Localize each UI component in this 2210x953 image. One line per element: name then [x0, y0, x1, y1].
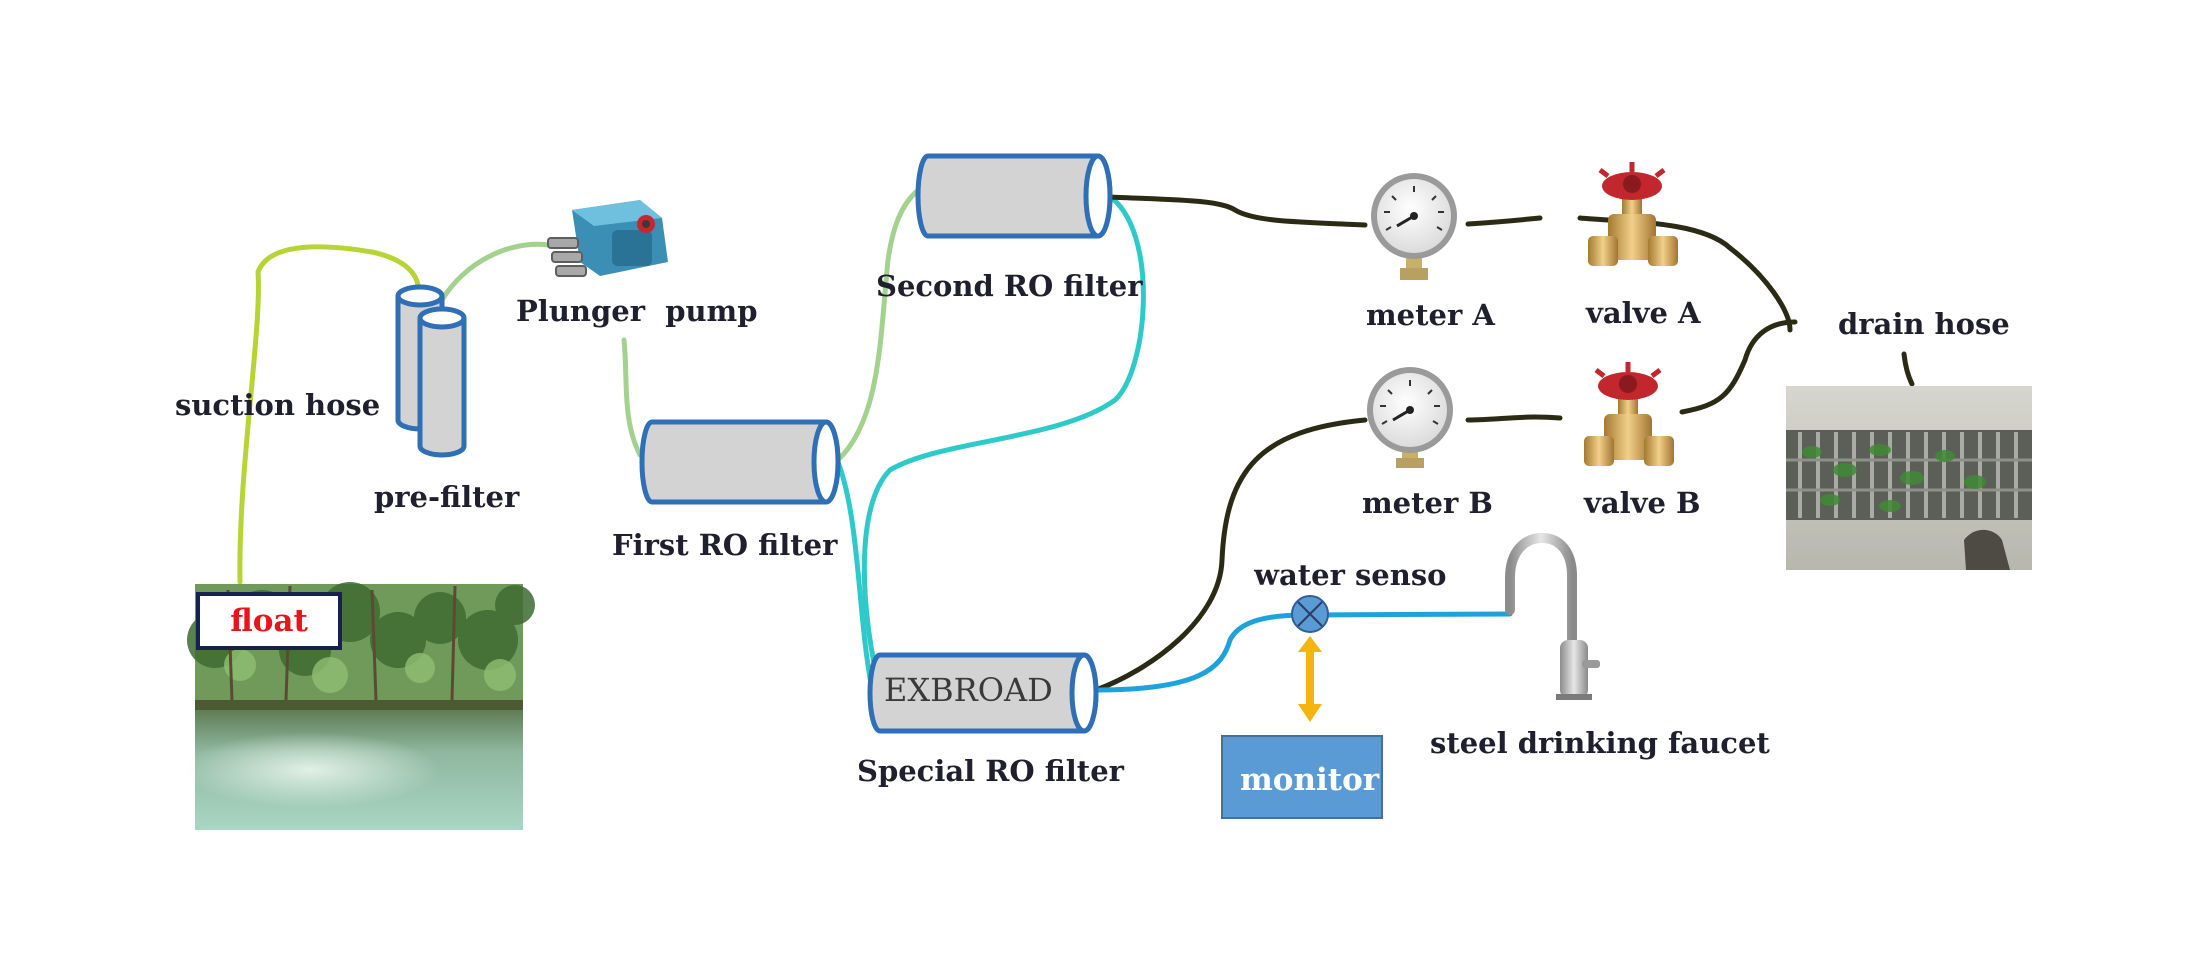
monitor-box [1221, 735, 1383, 819]
valve-a-label: valve A [1586, 296, 1701, 330]
meter-a-label: meter A [1366, 298, 1495, 332]
float-label: float [230, 603, 308, 639]
pressure-gauge-a-icon [1371, 173, 1457, 280]
river-photo [180, 582, 535, 830]
special-ro-to-faucet-hose [1093, 611, 1513, 693]
first-ro-filter-cartridge [639, 419, 841, 505]
prefilter-to-pump-hose [439, 241, 551, 303]
drinking-faucet-icon [1505, 532, 1600, 700]
exbroad-brand-label: EXBROAD [884, 671, 1053, 709]
valve-b-label: valve B [1584, 486, 1701, 520]
second-ro-filter-label: Second RO filter [876, 269, 1143, 303]
sensor-signal-arrow [1298, 636, 1322, 722]
special-ro-filter-cartridge [867, 652, 1099, 734]
water-sensor-icon [1291, 595, 1329, 633]
first-to-second-ro-hose [835, 189, 919, 463]
second-ro-to-special-ro-hose [861, 192, 1146, 693]
plunger-pump-label: Plunger pump [516, 294, 758, 328]
pre-filter-label: pre-filter [374, 480, 520, 514]
float-label-box: float [196, 592, 342, 650]
water-sensor-label: water sensor [1254, 558, 1446, 592]
suction-hose-label: suction hose [175, 388, 381, 422]
gate-valve-a-icon [1588, 162, 1678, 266]
pre-filter-cartridges [395, 284, 467, 458]
drain-hose-label: drain hose [1838, 307, 2010, 341]
first-ro-filter-label: First RO filter [612, 528, 838, 562]
drain-grate-photo [1786, 386, 2032, 570]
first-ro-to-special-ro-hose [835, 459, 875, 691]
plunger-pump-icon [547, 200, 668, 277]
hoses [237, 189, 1915, 693]
pump-to-first-ro-hose [621, 337, 643, 458]
gate-valve-b-icon [1584, 362, 1674, 466]
steel-drinking-faucet-label: steel drinking faucet [1430, 726, 1770, 760]
pressure-gauge-b-icon [1367, 367, 1453, 468]
second-ro-filter-cartridge [915, 153, 1113, 239]
suction-hose-line [237, 244, 421, 585]
drain-hose-b [1093, 319, 1915, 693]
monitor-label: monitor [1240, 762, 1380, 798]
meter-b-label: meter B [1362, 486, 1493, 520]
special-ro-filter-label: Special RO filter [857, 754, 1124, 788]
